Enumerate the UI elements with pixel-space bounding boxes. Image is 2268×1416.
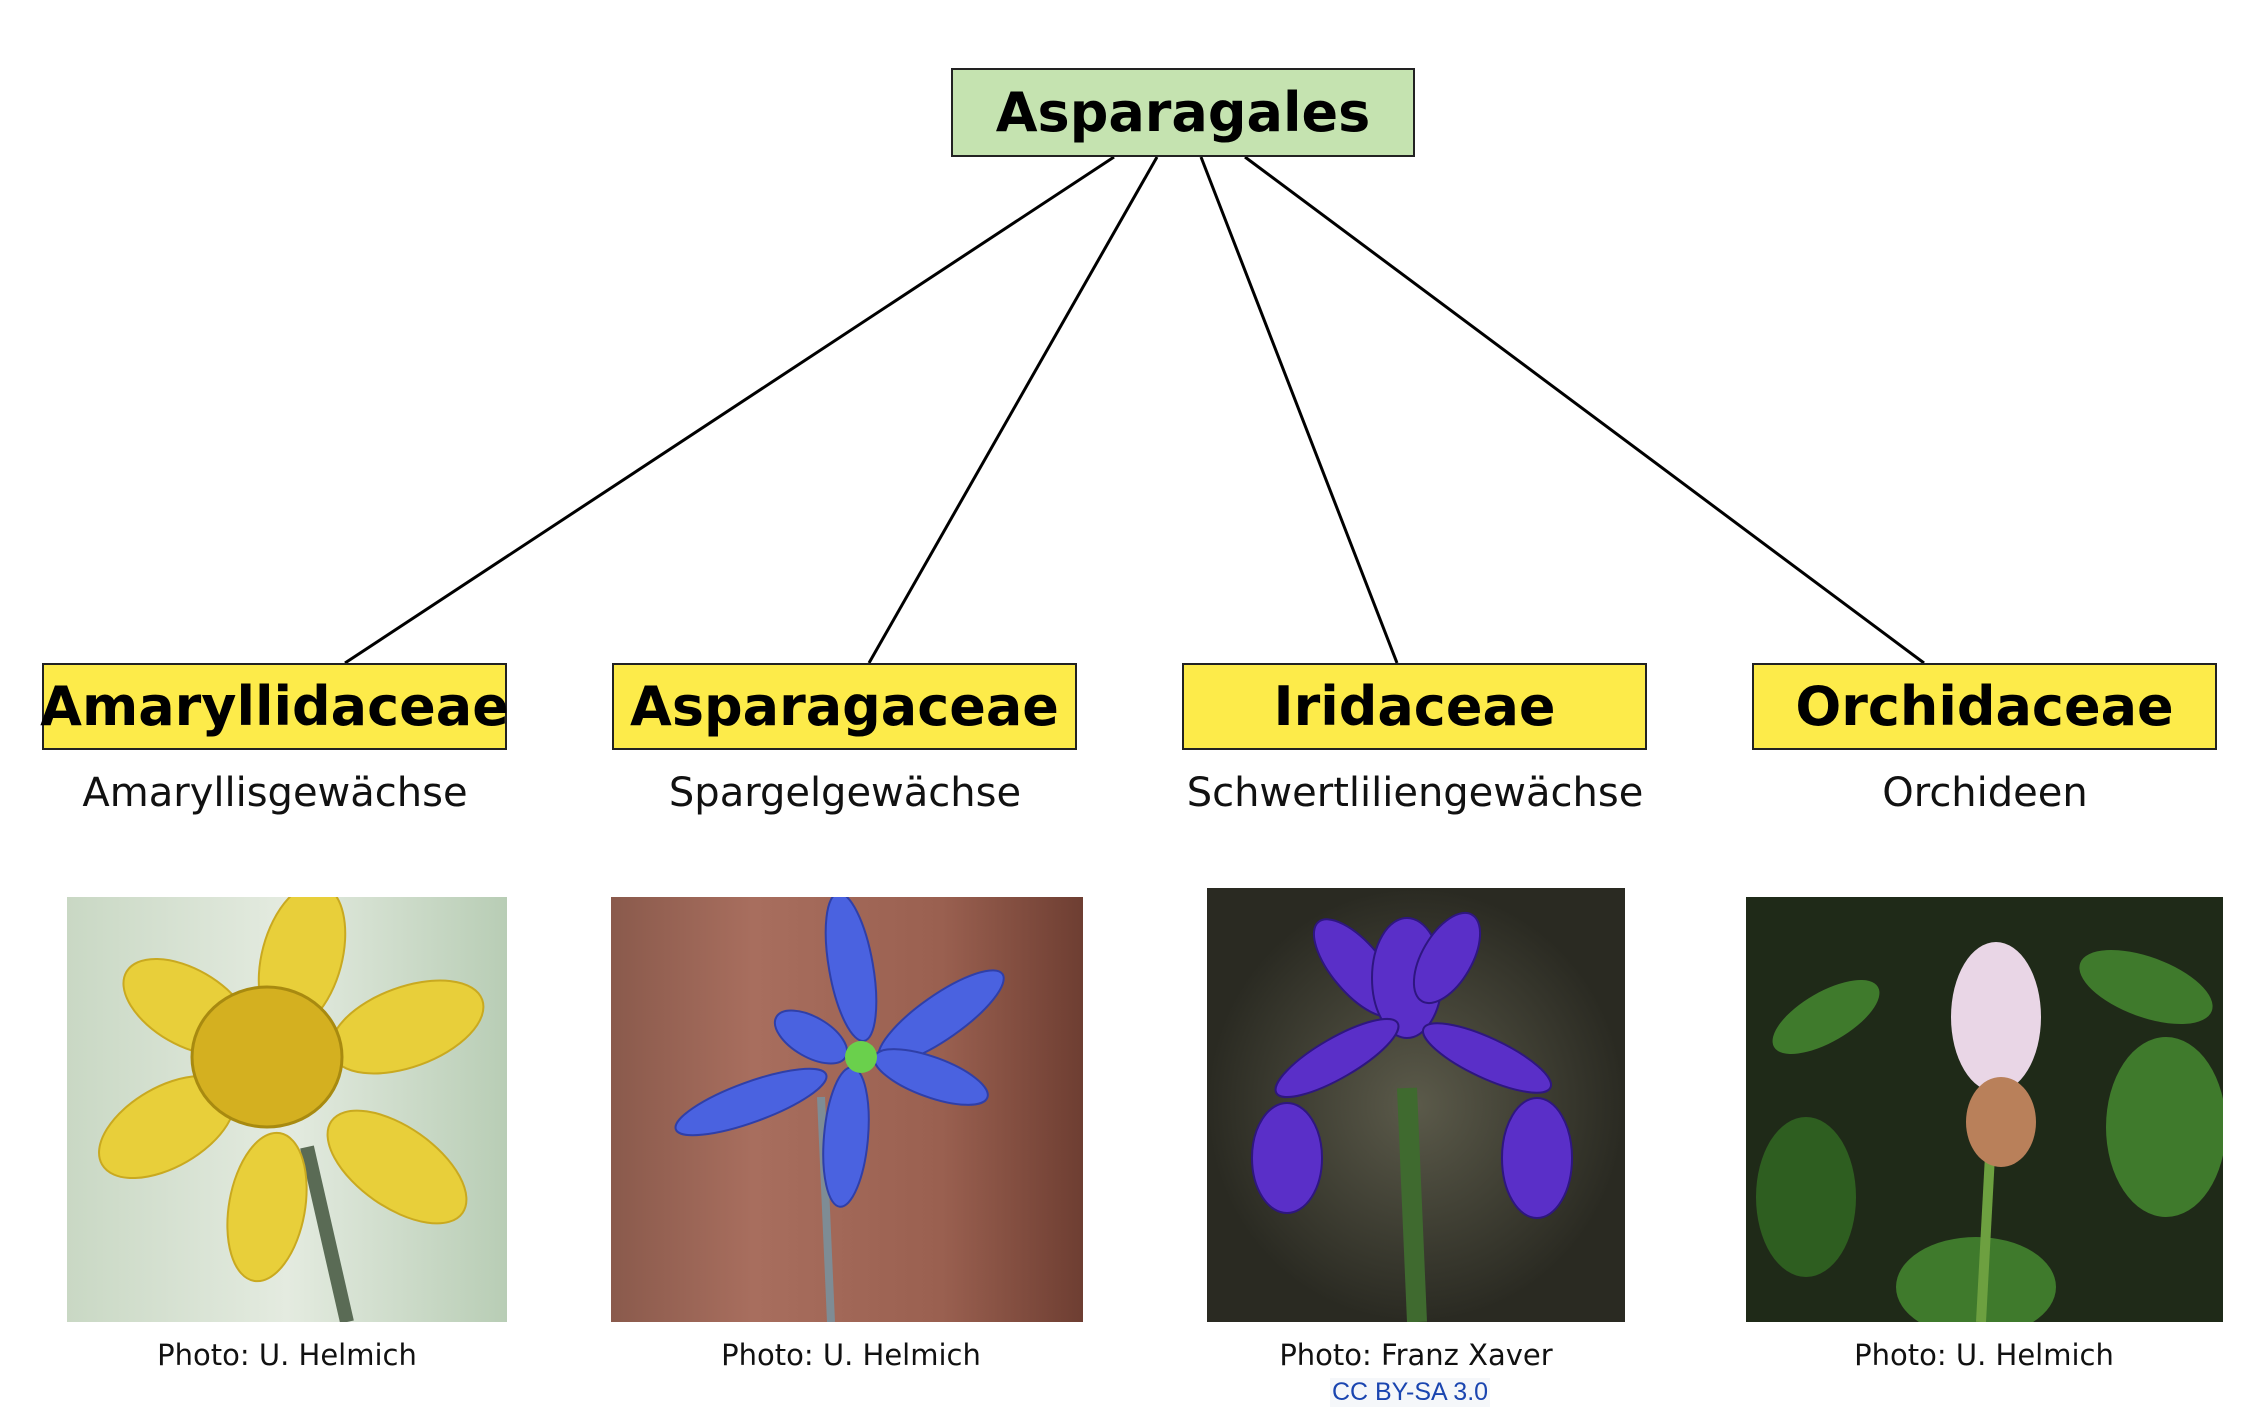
common-name: Spargelgewächse xyxy=(668,770,1022,816)
daffodil-photo xyxy=(67,897,507,1322)
common-name: Schwertliliengewächse xyxy=(1186,770,1644,816)
family-label: Amaryllidaceae xyxy=(40,675,509,738)
family-label: Orchidaceae xyxy=(1795,675,2174,738)
root-label: Asparagales xyxy=(995,81,1371,144)
photo-credit: Photo: Franz Xaver xyxy=(1279,1338,1553,1372)
scilla-photo xyxy=(611,897,1083,1322)
family-node-asparagaceae: Asparagaceae xyxy=(612,663,1077,750)
family-node-orchidaceae: Orchidaceae xyxy=(1752,663,2217,750)
license-link[interactable]: CC BY-SA 3.0 xyxy=(1330,1378,1490,1407)
photo-credit: Photo: U. Helmich xyxy=(1854,1338,2114,1372)
family-node-amaryllidaceae: Amaryllidaceae xyxy=(40,663,509,750)
iris-photo xyxy=(1207,888,1625,1322)
edge-orchidaceae xyxy=(1244,155,1925,665)
common-name: Orchideen xyxy=(1882,770,2088,816)
common-name: Amaryllisgewächse xyxy=(82,770,468,816)
family-label: Asparagaceae xyxy=(630,675,1059,738)
orchid-photo xyxy=(1746,897,2223,1322)
family-label: Iridaceae xyxy=(1273,675,1556,738)
edge-asparagaceae xyxy=(867,156,1159,664)
photo-credit: Photo: U. Helmich xyxy=(721,1338,981,1372)
edge-iridaceae xyxy=(1199,156,1399,664)
photo-credit: Photo: U. Helmich xyxy=(157,1338,417,1372)
edge-amaryllidaceae xyxy=(344,155,1115,665)
root-node-asparagales: Asparagales xyxy=(951,68,1415,157)
family-node-iridaceae: Iridaceae xyxy=(1182,663,1647,750)
